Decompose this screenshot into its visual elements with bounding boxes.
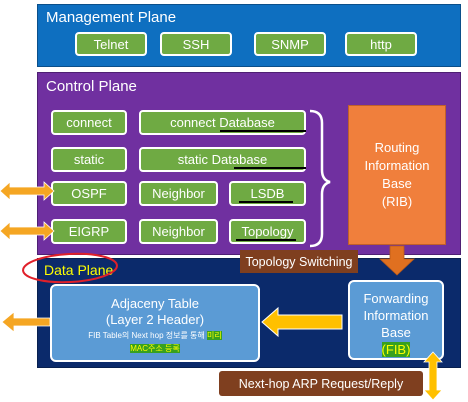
rib-line-1: Routing bbox=[374, 140, 420, 155]
adjacency-note-line-2: MAC주소 등록 bbox=[52, 343, 258, 354]
data-plane-title: Data Plane bbox=[44, 262, 114, 278]
snmp-box: SNMP bbox=[254, 32, 326, 56]
rib-box: Routing Information Base (RIB) bbox=[348, 105, 446, 245]
eigrp-box: EIGRP bbox=[51, 219, 127, 244]
control-plane-title: Control Plane bbox=[46, 78, 137, 95]
connect-database-underline bbox=[220, 130, 306, 132]
ospf-box: OSPF bbox=[51, 181, 127, 206]
fib-line-4: (FIB) bbox=[381, 342, 411, 357]
lsdb-underline bbox=[239, 201, 293, 203]
fib-line-1: Forwarding bbox=[363, 291, 429, 306]
adjacency-table-box: Adjaceny Table (Layer 2 Header) FIB Tabl… bbox=[50, 284, 260, 362]
rib-line-3: Base bbox=[382, 176, 412, 191]
adjacency-note-highlight-2: MAC주소 등록 bbox=[130, 344, 180, 353]
fib-line-2: Information bbox=[363, 308, 429, 323]
adjacency-note-text: FIB Table의 Next hop 정보를 통해 bbox=[88, 331, 207, 340]
topology-switching-label: Topology Switching bbox=[240, 250, 358, 273]
management-plane-title: Management Plane bbox=[46, 9, 177, 26]
eigrp-neighbor-box: Neighbor bbox=[139, 219, 218, 244]
adjacency-note-highlight-1: 미리 bbox=[206, 331, 222, 340]
ospf-neighbor-box: Neighbor bbox=[139, 181, 218, 206]
adjacency-subtitle: (Layer 2 Header) bbox=[105, 312, 205, 327]
fib-line-3: Base bbox=[381, 325, 411, 340]
ssh-box: SSH bbox=[160, 32, 232, 56]
topology-underline bbox=[236, 239, 296, 241]
connect-box: connect bbox=[51, 110, 127, 135]
management-plane: Management Plane Telnet SSH SNMP http bbox=[37, 4, 461, 67]
http-box: http bbox=[345, 32, 417, 56]
rib-line-2: Information bbox=[364, 158, 430, 173]
rib-line-4: (RIB) bbox=[381, 194, 413, 209]
telnet-box: Telnet bbox=[75, 32, 147, 56]
fib-box: Forwarding Information Base (FIB) bbox=[348, 280, 444, 360]
adjacency-title: Adjaceny Table bbox=[111, 296, 199, 311]
static-box: static bbox=[51, 147, 127, 172]
static-database-underline bbox=[234, 167, 306, 169]
adjacency-note: FIB Table의 Next hop 정보를 통해 미리 bbox=[52, 330, 258, 341]
arp-request-label: Next-hop ARP Request/Reply bbox=[219, 371, 423, 396]
